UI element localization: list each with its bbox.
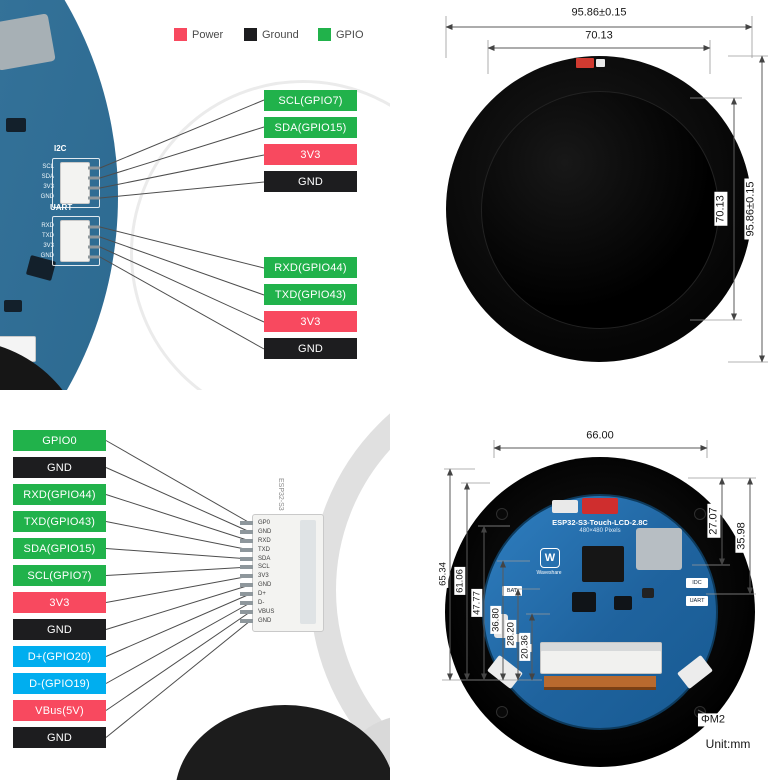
pin-label-rxd-gpio44: RXD(GPIO44) [264,257,357,278]
dim-left-65: 65.34 [437,560,449,588]
chip [642,588,654,598]
quadrant-i2c-uart-pinout: I2C SCL SDA 3V3 GND UART RXD TXD 3V3 GND [0,0,390,390]
header-label: GND [258,618,272,624]
i2c-connector-outline [52,158,100,208]
pin-label-3v3: 3V3 [264,311,357,332]
pin-label-sda-gpio15: SDA(GPIO15) [13,538,106,559]
lcd-flex-cable-edge [544,687,656,690]
uart-connector [60,220,90,262]
legend-gpio-label: GPIO [336,28,364,41]
white-connector [552,500,578,513]
header-label: TXD [258,547,270,553]
dim-height-outer: 95.86±0.15 [744,178,758,240]
pin-label-sda-gpio15: SDA(GPIO15) [264,117,357,138]
uart-silkscreen: RXD TXD 3V3 GND [40,223,54,259]
esp32-module [582,546,624,582]
uart-connector-label: UART [686,596,708,606]
board-title: ESP32-S3-Touch-LCD-2.8C [552,518,648,527]
dim-top: 66.00 [583,429,617,443]
dim-right-outer: 35.98 [735,519,749,553]
pin-label-rxd-gpio44: RXD(GPIO44) [13,484,106,505]
lcd-flex-cable [544,676,656,687]
dim-left-36: 36.80 [490,606,502,634]
header-label: SCL [258,564,270,570]
sd-card-slot [636,528,682,570]
pin-label-3v3: 3V3 [264,144,357,165]
pin-label-3v3: 3V3 [13,592,106,613]
fpc-connector-detail [300,520,316,624]
header-label: D+ [258,591,266,597]
wire-lines [88,99,265,350]
dim-left-28: 28.20 [505,620,517,648]
quadrant-header-pinout: ESP32-S3 [0,390,390,780]
header-label: D- [258,600,265,606]
pin-label-scl-gpio7: SCL(GPIO7) [264,90,357,111]
power-swatch [174,28,187,41]
uart-connector-outline [52,216,100,266]
pin-label-gnd: GND [264,171,357,192]
uart-connector-label: UART [50,203,73,212]
pin-label-gpio0: GPIO0 [13,430,106,451]
header-label: SDA [258,556,271,562]
chip [6,118,26,132]
dim-left-61: 61.06 [454,567,466,595]
pin-label-dminus-gpio19: D-(GPIO19) [13,673,106,694]
screw-hole [496,706,508,718]
top-connector-red [576,58,594,68]
unit-label: Unit:mm [702,736,754,752]
chip [4,300,22,312]
gpio-swatch [318,28,331,41]
pin-label-dplus-gpio20: D+(GPIO20) [13,646,106,667]
dimension-lines [445,16,768,363]
dim-right-inner: 27.07 [707,504,721,538]
brand-text: Waveshare [536,570,562,576]
i2c-silkscreen: SCL SDA 3V3 GND [40,164,54,200]
dim-left-47: 47.77 [471,589,483,617]
legend-gpio: GPIO [318,28,364,41]
pin-label-gnd: GND [13,619,106,640]
header-label: GP0 [258,520,271,526]
wire-lines [105,440,253,738]
top-connector-white [596,59,605,67]
legend-ground-label: Ground [262,28,299,41]
red-connector [582,498,618,514]
pin-label-scl-gpio7: SCL(GPIO7) [13,565,106,586]
i2c-connector-label: I2C [54,144,67,153]
chip [572,592,596,612]
header-label: 3V3 [258,573,269,579]
waveshare-logo-icon: W [540,548,560,568]
pin-label-txd-gpio43: TXD(GPIO43) [13,511,106,532]
pin-label-txd-gpio43: TXD(GPIO43) [264,284,357,305]
chip [614,596,632,610]
legend-ground: Ground [244,28,299,41]
display-screen-area [481,91,719,329]
ground-swatch [244,28,257,41]
board-subtitle: 480×480 Pixels [579,528,621,534]
dim-height-inner: 70.13 [714,192,728,226]
legend-power: Power [174,28,223,41]
screw-hole [496,508,508,520]
i2c-connector [60,162,90,204]
header-label: GND [258,582,272,588]
quadrant-back-dimensions: ESP32-S3-Touch-LCD-2.8C 480×480 Pixels W… [390,390,780,780]
idc-connector-label: IDC [686,578,708,588]
screw-size-label: ΦM2 [697,713,729,727]
dimension-lines [442,440,756,715]
quadrant-front-dimensions: 95.86±0.15 70.13 70.13 95.86±0.15 [390,0,780,390]
header-label: RXD [258,538,271,544]
dim-width-inner: 70.13 [582,29,616,43]
legend-power-label: Power [192,28,224,41]
dim-left-20: 20.36 [519,633,531,661]
header-label: GND [258,529,272,535]
screw-hole [694,508,706,520]
pin-label-gnd: GND [13,457,106,478]
dim-width-outer: 95.86±0.15 [568,6,630,20]
bat-connector-label: BAT [502,586,522,596]
pin-label-gnd: GND [13,727,106,748]
fpc-connector [540,642,662,674]
pin-label-vbus-5v: VBus(5V) [13,700,106,721]
pin-label-gnd: GND [264,338,357,359]
header-label: VBUS [258,609,275,615]
